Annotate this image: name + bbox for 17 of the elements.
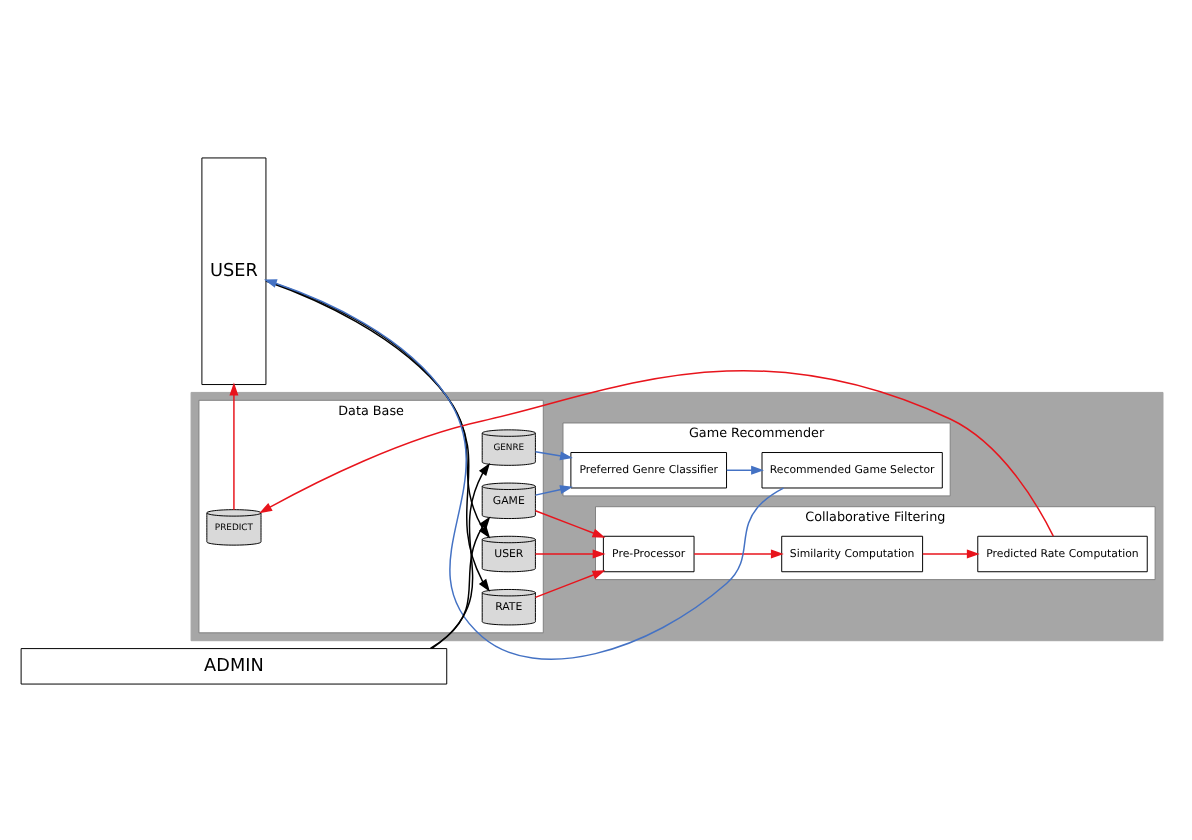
arrow [922,548,980,558]
arrow [264,278,785,659]
arrow [431,462,490,649]
node-box: USER [201,156,267,385]
arrow [534,548,606,558]
arrow [534,450,573,460]
arrow [265,279,491,538]
arrow [265,278,490,591]
arrow [726,464,764,474]
arrow [693,548,784,558]
arrow [259,369,1055,536]
arrow [534,484,573,495]
arrow [534,508,606,537]
arrow [229,381,239,510]
arrow [534,569,606,598]
node-box: ADMIN [20,647,448,684]
arrow [429,515,491,649]
